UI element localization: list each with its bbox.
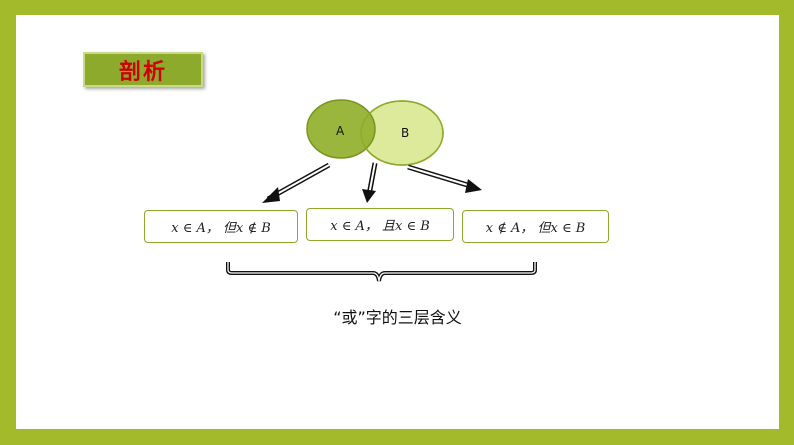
case-text-both: x ∈ A， 且x ∈ B <box>330 219 430 234</box>
grouping-brace <box>226 262 537 282</box>
case-box-both: x ∈ A， 且x ∈ B <box>306 208 454 241</box>
slide-canvas: 剖析 A B <box>16 15 779 429</box>
circle-a <box>306 99 376 159</box>
case-box-b-only: x ∉ A， 但x ∈ B <box>462 210 609 243</box>
caption: “或”字的三层含义 <box>333 308 462 327</box>
venn-label-a: A <box>336 124 345 138</box>
case-text-b-only: x ∉ A， 但x ∈ B <box>485 221 586 236</box>
case-box-a-only: x ∈ A， 但x ∉ B <box>144 210 298 243</box>
circle-b-outline <box>360 100 444 166</box>
venn-diagram: A B <box>226 99 537 282</box>
venn-label-b: B <box>401 126 409 140</box>
title-badge: 剖析 <box>83 52 203 87</box>
arrow-right <box>407 164 482 193</box>
title-text: 剖析 <box>118 59 167 85</box>
arrow-middle <box>362 162 378 203</box>
arrow-left <box>262 162 331 203</box>
case-text-a-only: x ∈ A， 但x ∉ B <box>171 221 271 236</box>
